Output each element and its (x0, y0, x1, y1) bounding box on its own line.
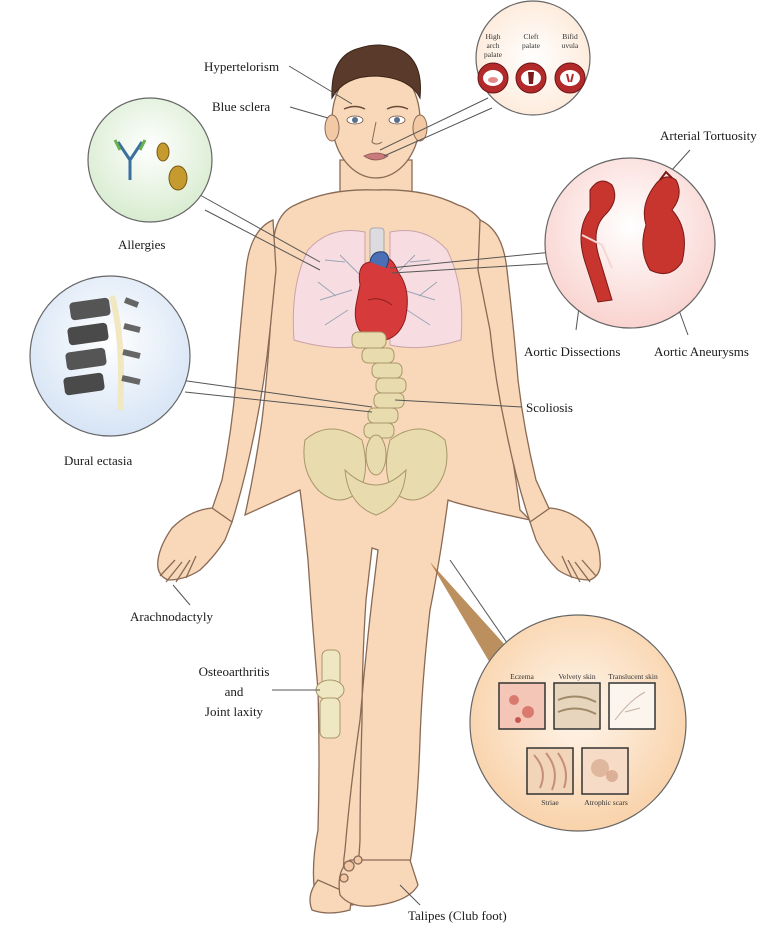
high-arch-palate-icon (478, 63, 508, 93)
velvety-skin-swatch (554, 683, 600, 729)
striae-swatch (527, 748, 573, 794)
allergies-inset (88, 98, 212, 222)
label-velvety-skin: Velvety skin (551, 672, 603, 681)
atrophic-scars-swatch (582, 748, 628, 794)
bifid-uvula-icon (555, 63, 585, 93)
label-eczema: Eczema (502, 672, 542, 681)
label-aortic-dissections: Aortic Dissections (524, 343, 620, 360)
label-striae: Striae (530, 798, 570, 807)
label-scoliosis: Scoliosis (526, 399, 573, 416)
label-joint-laxity: Joint laxity (192, 703, 276, 720)
dural-ectasia-inset (30, 276, 190, 436)
aorta-inset (545, 158, 715, 328)
cleft-palate-icon (516, 63, 546, 93)
label-bifid-uvula: Bifid uvula (556, 32, 584, 50)
label-high-arch-palate: High arch palate (479, 32, 507, 59)
label-osteoarthritis: Osteoarthritis (192, 663, 276, 680)
label-and: and (192, 683, 276, 700)
label-translucent-skin: Translucent skin (602, 672, 664, 681)
eczema-swatch (499, 683, 545, 729)
head (325, 45, 427, 178)
label-arterial-tortuosity: Arterial Tortuosity (660, 127, 757, 144)
label-blue-sclera: Blue sclera (212, 98, 270, 115)
label-hypertelorism: Hypertelorism (204, 58, 279, 75)
label-aortic-aneurysms: Aortic Aneurysms (654, 343, 749, 360)
label-cleft-palate: Cleft palate (517, 32, 545, 50)
label-dural-ectasia: Dural ectasia (64, 452, 132, 469)
label-talipes: Talipes (Club foot) (408, 907, 507, 924)
label-atrophic-scars: Atrophic scars (578, 798, 634, 807)
label-allergies: Allergies (118, 236, 165, 253)
label-arachnodactyly: Arachnodactyly (130, 608, 213, 625)
translucent-skin-swatch (609, 683, 655, 729)
